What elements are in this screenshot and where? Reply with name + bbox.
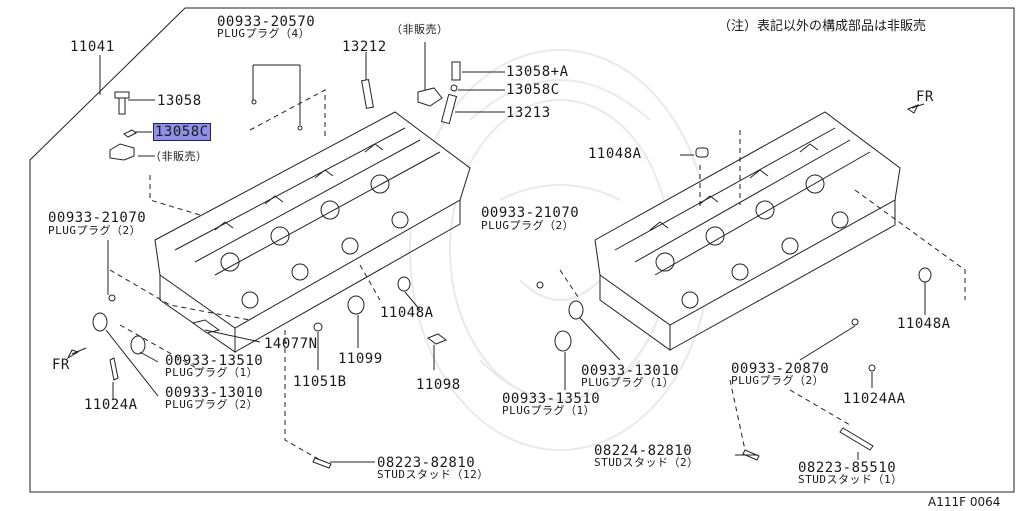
part-00933-13510-left-desc: PLUGプラグ（1） <box>165 366 259 379</box>
part-11051b[interactable]: 11051B <box>293 374 347 390</box>
part-11048a-mid[interactable]: 11048A <box>380 305 434 321</box>
part-00933-21070-left[interactable]: 00933-21070 <box>48 210 147 226</box>
part-00933-20570-desc: PLUGプラグ（4） <box>217 27 311 40</box>
part-11024a[interactable]: 11024A <box>84 397 138 413</box>
cylinder-head-left <box>154 111 471 353</box>
part-00933-13510-left[interactable]: 00933-13510 <box>165 353 264 369</box>
part-08223-82810[interactable]: 08223-82810 <box>377 455 476 471</box>
part-08223-85510-desc: STUDスタッド（1） <box>798 473 903 486</box>
part-13212[interactable]: 13212 <box>342 39 387 55</box>
part-00933-13010-left[interactable]: 00933-13010 <box>165 385 264 401</box>
part-00933-20870-desc: PLUGプラグ（2） <box>731 374 825 387</box>
part-13058-a[interactable]: 13058+A <box>506 64 569 80</box>
part-08224-82810[interactable]: 08224-82810 <box>594 443 693 459</box>
part-11041[interactable]: 11041 <box>70 39 115 55</box>
part-08223-85510[interactable]: 08223-85510 <box>798 460 897 476</box>
part-00933-13010-right[interactable]: 00933-13010 <box>581 363 680 379</box>
dashed-guides <box>109 89 966 461</box>
part-11048a-right[interactable]: 11048A <box>897 316 951 332</box>
highlight-box: 13058C <box>153 123 211 141</box>
part-00933-20570[interactable]: 00933-20570 <box>217 14 316 30</box>
diagram-frame <box>29 7 1015 493</box>
part-13213[interactable]: 13213 <box>506 105 551 121</box>
leader-lines <box>99 42 926 463</box>
part-11048a-right-top[interactable]: 11048A <box>588 146 642 162</box>
part-14077n[interactable]: 14077N <box>264 336 318 352</box>
part-08224-82810-desc: STUDスタッド（2） <box>594 456 699 469</box>
part-00933-13010-right-desc: PLUGプラグ（1） <box>581 376 675 389</box>
non-sale-tag-top: （非販売） <box>391 23 449 36</box>
part-00933-13010-left-desc: PLUGプラグ（2） <box>165 398 259 411</box>
part-00933-21070-left-desc: PLUGプラグ（2） <box>48 224 142 237</box>
figure-reference-code: A111F 0064 <box>928 495 1001 509</box>
part-13058c-highlighted[interactable]: 13058C <box>153 123 211 141</box>
non-sale-tag-left: （非販売） <box>150 150 208 163</box>
fr-label-left: FR <box>52 357 70 373</box>
fr-arrows <box>66 103 925 360</box>
part-00933-21070-mid-desc: PLUGプラグ（2） <box>481 219 575 232</box>
part-00933-21070-mid[interactable]: 00933-21070 <box>481 205 580 221</box>
cylinder-head-right <box>594 111 901 351</box>
part-11098[interactable]: 11098 <box>416 377 461 393</box>
part-00933-13510-right[interactable]: 00933-13510 <box>502 391 601 407</box>
small-parts <box>92 61 932 469</box>
part-13058c-top[interactable]: 13058C <box>506 82 560 98</box>
part-00933-20870[interactable]: 00933-20870 <box>731 361 830 377</box>
part-13058[interactable]: 13058 <box>157 93 202 109</box>
part-00933-13510-right-desc: PLUGプラグ（1） <box>502 404 596 417</box>
part-11099[interactable]: 11099 <box>338 351 383 367</box>
part-08223-82810-desc: STUDスタッド（12） <box>377 468 489 481</box>
fr-label-right: FR <box>916 89 934 105</box>
part-11024aa[interactable]: 11024AA <box>843 391 906 407</box>
non-sale-note: （注）表記以外の構成部品は非販売 <box>718 19 927 34</box>
